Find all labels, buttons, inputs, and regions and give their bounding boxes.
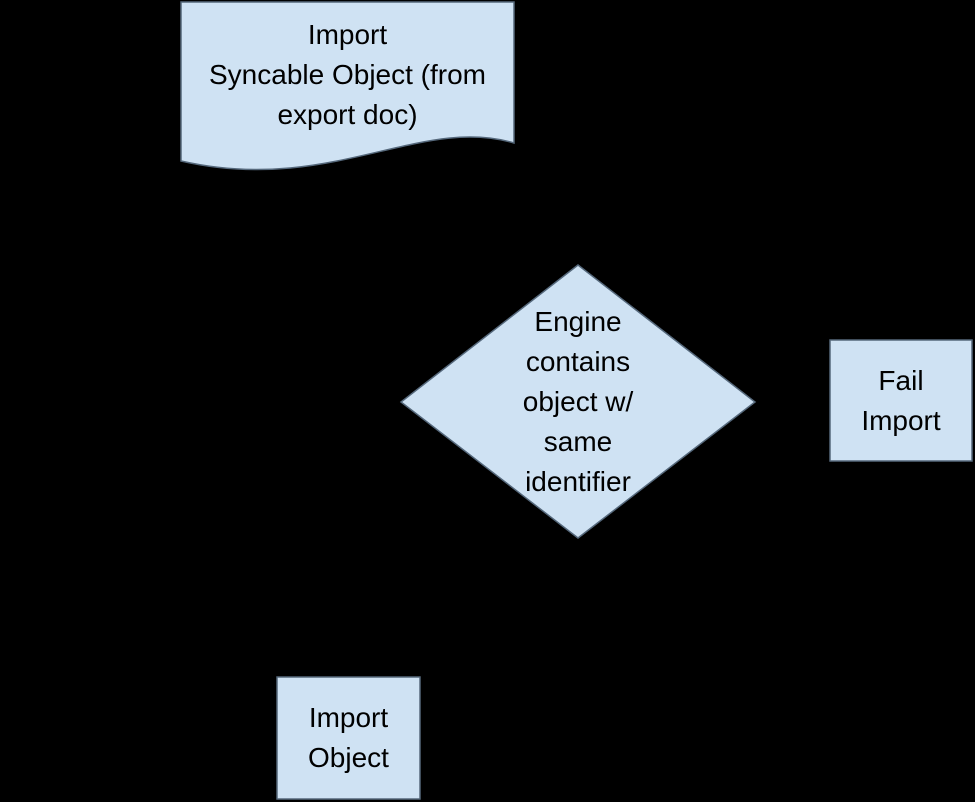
rectangle-import-object xyxy=(276,676,421,800)
rectangle-fail-import xyxy=(829,339,973,462)
document-shape-import-syncable-object xyxy=(180,1,515,171)
decision-diamond-engine-contains-object xyxy=(399,264,757,539)
